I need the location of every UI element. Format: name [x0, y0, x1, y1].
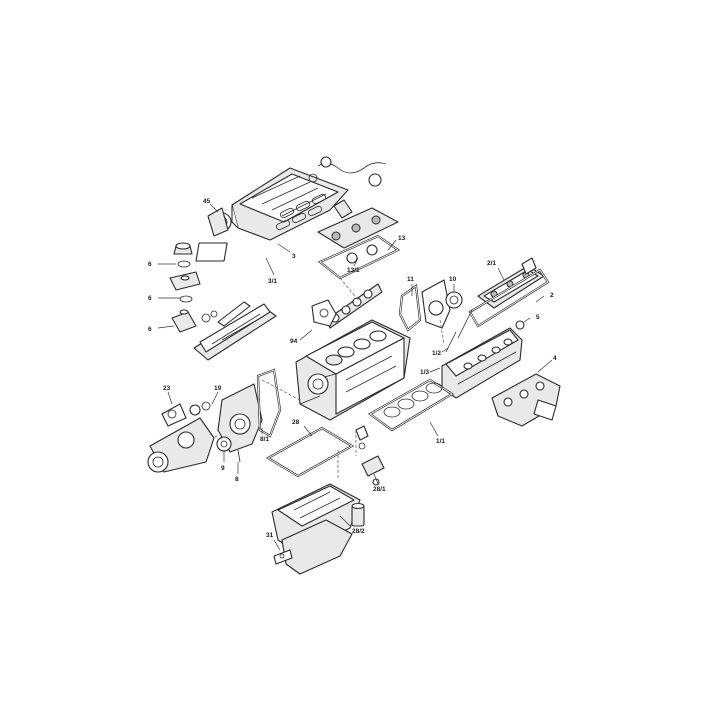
- leader-lines: [157, 203, 553, 551]
- callout-9: 9: [221, 465, 225, 472]
- engine-block: [295, 319, 411, 421]
- callout-labels: 45 3 3/1 13 13/1 6 6 6 11 10 2/1 2 5 94 …: [148, 198, 557, 539]
- callout-5: 5: [536, 314, 540, 321]
- callout-2: 2: [550, 292, 554, 299]
- cylinder-head-right: [441, 327, 523, 399]
- camshaft-retainer-plate: [311, 299, 337, 327]
- callout-13: 13: [398, 235, 406, 242]
- callout-1-3: 1/3: [420, 369, 429, 376]
- callout-6-top: 6: [148, 261, 152, 268]
- intake-manifold-gaskets: [275, 193, 327, 231]
- callout-8: 8: [235, 476, 239, 483]
- callout-94: 94: [290, 338, 298, 345]
- callout-3: 3: [292, 253, 296, 260]
- front-cover-gasket: [398, 284, 422, 332]
- callout-28: 28: [292, 419, 300, 426]
- exhaust-manifold: [491, 373, 561, 427]
- bolt: [237, 449, 241, 463]
- callout-4: 4: [553, 355, 557, 362]
- oil-pan-lower: [281, 519, 353, 575]
- callout-28-1: 28/1: [373, 486, 386, 493]
- sensor-harness: [308, 156, 387, 219]
- callout-6-bottom: 6: [148, 326, 152, 333]
- callout-23: 23: [163, 385, 171, 392]
- grommet: [515, 320, 525, 330]
- timing-cover-gasket: [256, 368, 282, 438]
- thermostat: [189, 401, 211, 416]
- callout-10: 10: [449, 276, 457, 283]
- callout-11: 11: [407, 276, 414, 283]
- head-bolt: [445, 309, 473, 353]
- callout-45: 45: [203, 198, 211, 205]
- callout-8-1: 8/1: [260, 436, 269, 443]
- front-timing-cover: [217, 383, 263, 453]
- water-pump: [147, 403, 215, 473]
- callout-13-1: 13/1: [347, 267, 360, 274]
- oil-filler-tube: [169, 271, 201, 291]
- timing-cover-plate: [421, 279, 451, 329]
- assembly-lines: [209, 277, 445, 480]
- valley-cover: [317, 207, 399, 249]
- callout-3-1: 3/1: [268, 278, 277, 285]
- o-ring: [177, 260, 191, 268]
- front-crankshaft-seal: [445, 291, 463, 309]
- intake-manifold: [207, 167, 349, 241]
- callout-6-middle: 6: [148, 295, 152, 302]
- oil-pan-gasket: [265, 426, 355, 478]
- valley-cover-gasket: [317, 234, 401, 280]
- valve-cover-left: [193, 301, 277, 361]
- front-crank-seal: [216, 436, 232, 452]
- throttle-body-gasket: [195, 242, 228, 262]
- oil-filter-adapter: [361, 455, 385, 486]
- callout-19: 19: [214, 385, 222, 392]
- head-gasket: [367, 378, 455, 432]
- callout-2-1: 2/1: [487, 260, 496, 267]
- callout-31: 31: [266, 532, 274, 539]
- oil-pump-pickup: [355, 425, 369, 450]
- valve-cover-gasket: [468, 268, 550, 328]
- oil-filter: [351, 502, 365, 527]
- callout-1-1: 1/1: [436, 438, 445, 445]
- callout-1-2: 1/2: [432, 350, 441, 357]
- callout-28-2: 28/2: [352, 528, 365, 535]
- pcv-tube: [171, 309, 197, 333]
- o-ring: [179, 295, 193, 303]
- drain-plug: [273, 549, 293, 565]
- oil-filler-cap: [173, 242, 193, 255]
